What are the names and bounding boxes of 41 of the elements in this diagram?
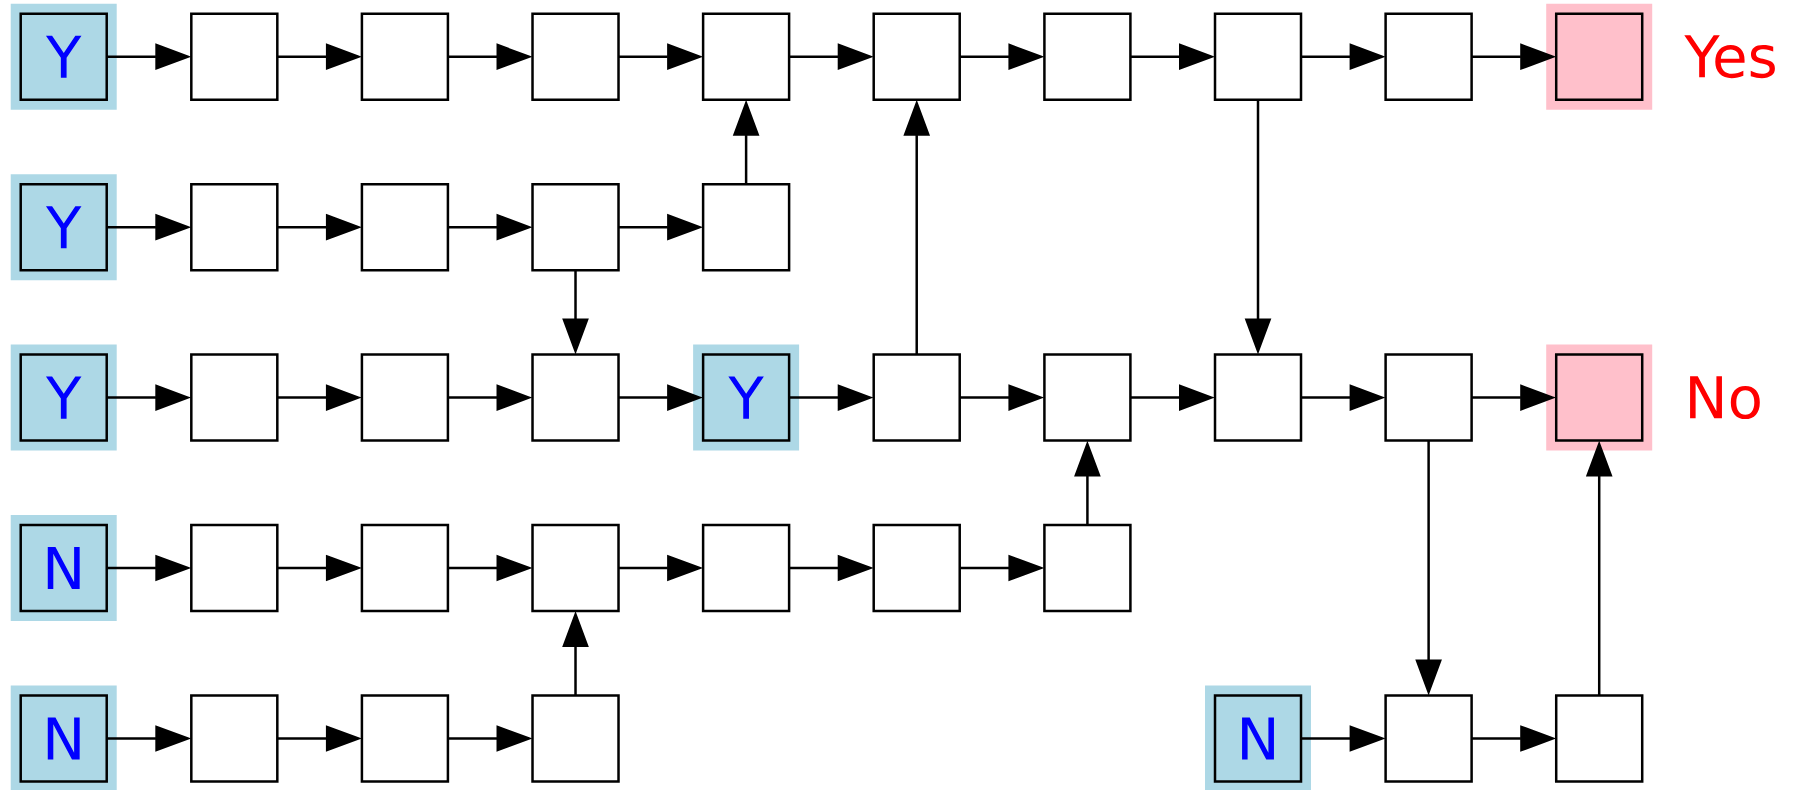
end-box	[1546, 344, 1653, 451]
step-box	[531, 182, 620, 272]
start-box: N	[10, 515, 117, 621]
step-box	[1384, 12, 1473, 101]
step-box	[190, 523, 279, 613]
step-box	[1384, 694, 1473, 783]
end-box	[1546, 3, 1653, 110]
step-box	[1554, 694, 1644, 783]
step-box	[701, 182, 791, 272]
start-box: Y	[10, 344, 117, 451]
step-box	[190, 353, 279, 442]
step-box	[701, 12, 791, 101]
step-box	[872, 353, 961, 442]
step-box	[701, 523, 791, 613]
step-box	[1384, 353, 1473, 442]
start-box: Y	[10, 174, 117, 281]
step-box	[360, 182, 450, 272]
step-box	[190, 694, 279, 783]
step-box	[872, 12, 961, 101]
step-box	[531, 353, 620, 442]
start-box: N	[1205, 685, 1311, 790]
step-box	[190, 12, 279, 101]
step-box	[531, 12, 620, 101]
step-box	[531, 523, 620, 613]
step-box	[1043, 12, 1132, 101]
start-box: Y	[693, 344, 800, 451]
step-box	[1213, 12, 1303, 101]
step-box	[360, 523, 450, 613]
step-box	[531, 694, 620, 783]
start-box: Y	[10, 3, 117, 110]
step-box	[1043, 353, 1132, 442]
step-box	[872, 523, 961, 613]
start-box: N	[10, 685, 117, 790]
step-box	[190, 182, 279, 272]
step-box	[1043, 523, 1132, 613]
result-label: Yes	[1684, 35, 1775, 79]
step-box	[1213, 353, 1303, 442]
result-label: No	[1690, 376, 1760, 420]
step-box	[360, 694, 450, 783]
step-box	[360, 353, 450, 442]
step-box	[360, 12, 450, 101]
